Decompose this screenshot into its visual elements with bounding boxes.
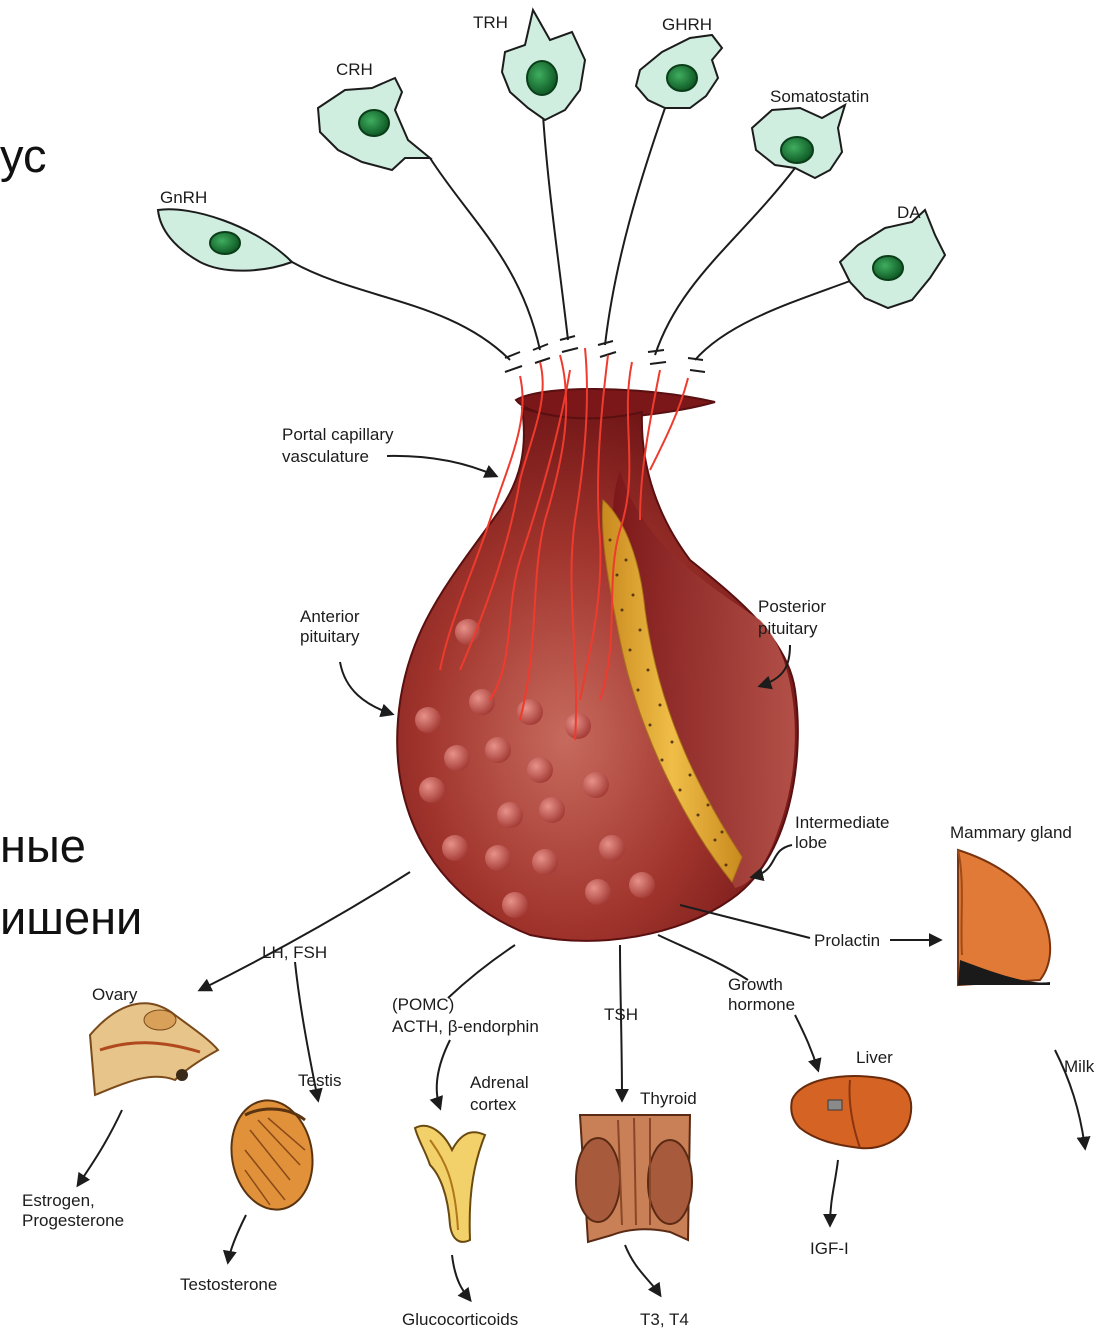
label-somatostatin: Somatostatin <box>770 87 869 106</box>
label-posterior-pituitary: pituitary <box>758 619 818 638</box>
thyroid-icon <box>576 1115 692 1242</box>
nucleus-icon <box>873 256 903 280</box>
label-mammary-gland: Mammary gland <box>950 823 1072 842</box>
neuron-somatostatin <box>752 105 845 178</box>
label-cortex: cortex <box>470 1095 517 1114</box>
label-t3-t4: T3, T4 <box>640 1310 689 1329</box>
label-testis: Testis <box>298 1071 341 1090</box>
testis-icon <box>223 1094 321 1216</box>
label-anterior-pituitary: pituitary <box>300 627 360 646</box>
side-text-line-2: ные <box>0 819 86 872</box>
label-intermediate: Intermediate <box>795 813 890 832</box>
label-growth: Growth <box>728 975 783 994</box>
nucleus-icon <box>210 232 240 254</box>
label-crh: CRH <box>336 60 373 79</box>
neuron-crh <box>318 78 430 170</box>
ovary-icon <box>90 1003 218 1095</box>
label-ghrh: GHRH <box>662 15 712 34</box>
label-pomc: (POMC) <box>392 995 454 1014</box>
label-vasculature: vasculature <box>282 447 369 466</box>
label-liver: Liver <box>856 1048 893 1067</box>
label-intermediate-lobe: lobe <box>795 833 827 852</box>
liver-icon <box>791 1076 911 1148</box>
nucleus-icon <box>527 61 557 95</box>
arrow-portal <box>387 456 496 476</box>
label-da: DA <box>897 203 921 222</box>
adrenal-cortex-icon <box>415 1126 485 1242</box>
label-hormone: hormone <box>728 995 795 1014</box>
neuron-ghrh <box>636 35 722 108</box>
neuron-da <box>840 210 945 308</box>
nucleus-icon <box>359 110 389 136</box>
label-thyroid: Thyroid <box>640 1089 697 1108</box>
pituitary-gland <box>397 348 798 941</box>
label-trh: TRH <box>473 13 508 32</box>
label-acth: ACTH, β-endorphin <box>392 1017 539 1036</box>
nucleus-icon <box>781 137 813 163</box>
label-progesterone: Progesterone <box>22 1211 124 1230</box>
label-anterior: Anterior <box>300 607 360 626</box>
label-adrenal: Adrenal <box>470 1073 529 1092</box>
label-testosterone: Testosterone <box>180 1275 277 1294</box>
label-posterior: Posterior <box>758 597 826 616</box>
label-glucocorticoids: Glucocorticoids <box>402 1310 518 1329</box>
label-ovary: Ovary <box>92 985 138 1004</box>
neuron-trh <box>502 10 585 120</box>
side-text-line-1: ус <box>0 129 46 182</box>
arrow-anterior <box>340 662 392 714</box>
label-prolactin: Prolactin <box>814 931 880 950</box>
label-tsh: TSH <box>604 1005 638 1024</box>
label-portal-capillary: Portal capillary <box>282 425 394 444</box>
nucleus-icon <box>667 65 697 91</box>
label-gnrh: GnRH <box>160 188 207 207</box>
mammary-gland-icon <box>958 850 1050 985</box>
label-igf: IGF-I <box>810 1239 849 1258</box>
label-estrogen: Estrogen, <box>22 1191 95 1210</box>
side-text-line-3: ишени <box>0 891 142 944</box>
neuron-gnrh <box>158 209 292 270</box>
label-milk: Milk <box>1064 1057 1095 1076</box>
label-lh-fsh: LH, FSH <box>262 943 327 962</box>
